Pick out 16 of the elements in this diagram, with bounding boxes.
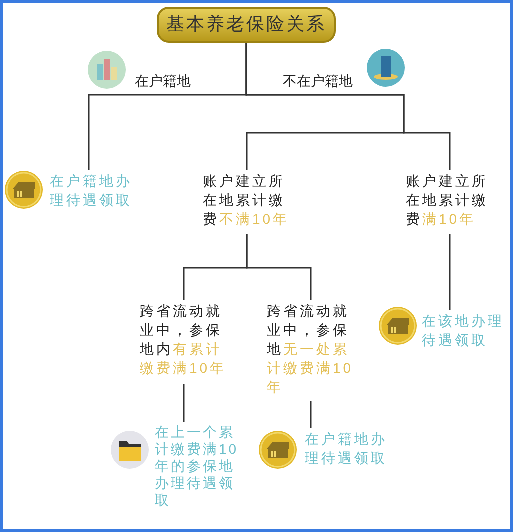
- connector-line: [246, 234, 312, 300]
- condition-text: 跨省流动就业中，参保地内有累计缴费满10年: [140, 302, 228, 380]
- result-text: 在户籍地办理待遇领取: [305, 430, 393, 470]
- edge-label: 不在户籍地: [281, 72, 355, 90]
- connector-line: [310, 401, 312, 428]
- connector-line: [449, 234, 451, 310]
- connector-line: [183, 384, 185, 422]
- connector-line: [246, 43, 451, 170]
- condition-text: 账户建立所在地累计缴费满10年: [406, 172, 494, 230]
- title-box: 基本养老保险关系: [157, 7, 336, 43]
- condition-text: 跨省流动就业中，参保地无一处累计缴费满10年: [267, 302, 355, 397]
- result-text: 在户籍地办理待遇领取: [50, 172, 138, 212]
- result-text: 在该地办理待遇领取: [422, 312, 510, 352]
- edge-label: 在户籍地: [133, 72, 193, 90]
- result-text: 在上一个累计缴费满10年的参保地办理待遇领取: [155, 424, 241, 509]
- condition-text: 账户建立所在地累计缴费不满10年: [203, 172, 291, 230]
